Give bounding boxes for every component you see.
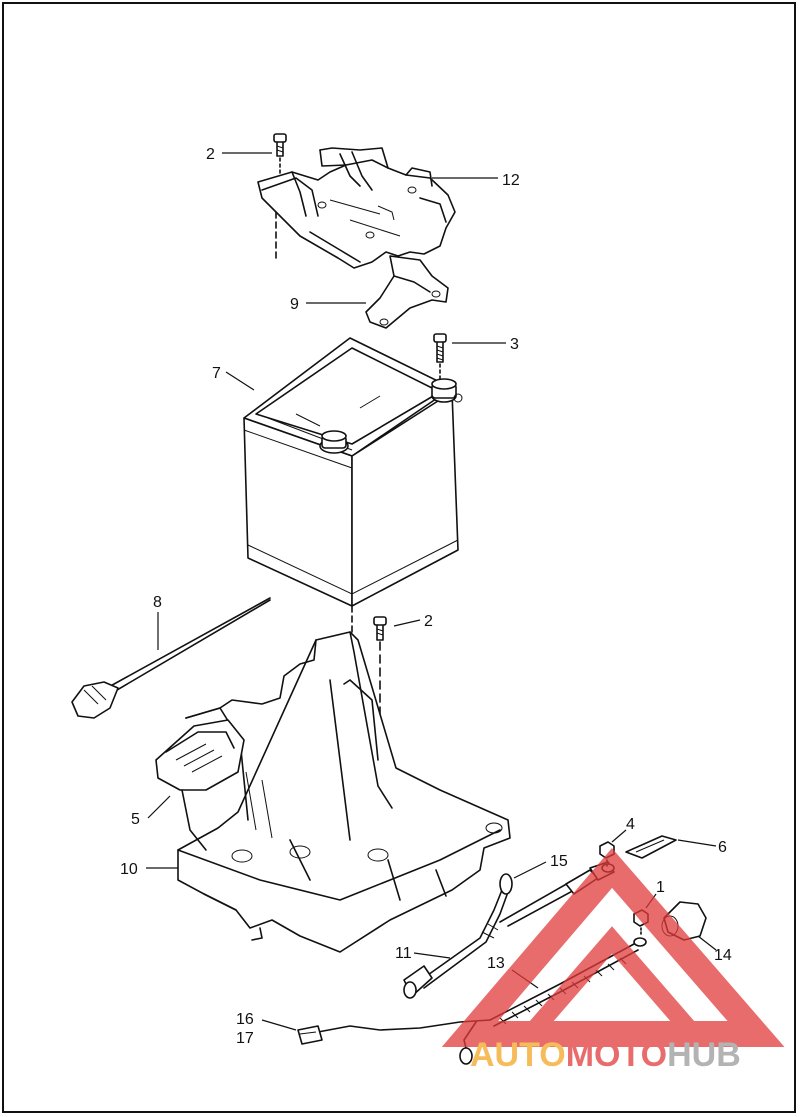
callout-8: 8 (153, 594, 162, 611)
terminal-label (625, 835, 677, 859)
watermark-auto: AUTO (470, 1036, 566, 1074)
watermark-logo: AUTOMOTOHUB (441, 848, 785, 1074)
callout-1: 1 (656, 879, 665, 896)
negative-cable (403, 873, 513, 999)
callout-12: 12 (502, 172, 520, 189)
battery-tray (177, 631, 511, 953)
screw-top (273, 133, 287, 177)
callout-3: 3 (510, 336, 519, 353)
callout-13: 13 (487, 955, 505, 972)
callout-7: 7 (212, 365, 221, 382)
holder-clip (155, 719, 245, 851)
callout-16: 16 (236, 1011, 254, 1028)
callout-2-top: 2 (206, 146, 215, 163)
svg-text:AUTOMOTOHUB: AUTOMOTOHUB (470, 1036, 741, 1074)
callout-4: 4 (626, 816, 635, 833)
support-bracket (365, 255, 449, 329)
top-bracket (257, 147, 456, 269)
callout-10: 10 (120, 861, 138, 878)
watermark-hub: HUB (667, 1036, 741, 1074)
callout-17: 17 (236, 1030, 254, 1047)
callout-6: 6 (718, 839, 727, 856)
callout-5: 5 (131, 811, 140, 828)
leader-lines (146, 152, 717, 1031)
vent-tube (71, 597, 271, 719)
callout-2-lower: 2 (424, 613, 433, 630)
callout-15: 15 (550, 853, 568, 870)
callout-labels: 2 12 9 3 7 8 2 5 10 4 6 15 1 11 13 14 16… (120, 146, 732, 1047)
callout-11: 11 (395, 945, 412, 962)
callout-14: 14 (714, 947, 732, 964)
watermark-moto: MOTO (566, 1036, 667, 1074)
callout-9: 9 (290, 296, 299, 313)
battery (243, 337, 463, 641)
